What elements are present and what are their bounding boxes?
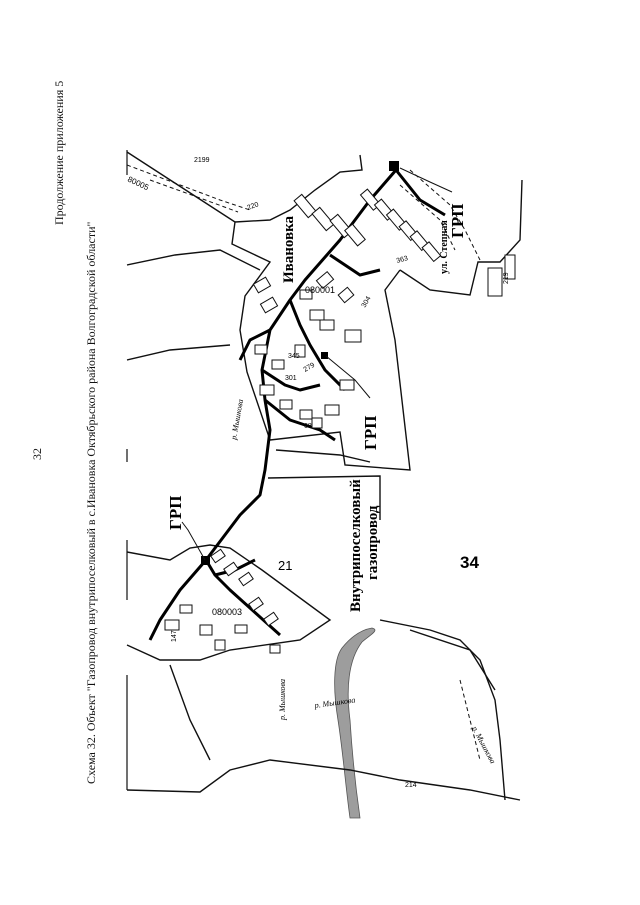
block-code: 080001 bbox=[305, 285, 335, 295]
parcel-number: 363 bbox=[396, 255, 409, 265]
grp-leaders bbox=[181, 167, 453, 561]
pipeline-label-line1: Внутрипоселковый bbox=[348, 479, 364, 612]
zone-number: 34 bbox=[460, 553, 479, 572]
parcel-number: 301 bbox=[285, 375, 297, 382]
river-label: р. Мышкова bbox=[313, 695, 356, 710]
grp-label: ГРП bbox=[166, 496, 185, 530]
parcel-number: 214 bbox=[405, 782, 417, 789]
parcel-number: 345 bbox=[288, 353, 300, 360]
parcel-number: 279 bbox=[303, 362, 317, 374]
buildings bbox=[164, 188, 516, 654]
parcel-number: 219 bbox=[503, 272, 510, 284]
parcel-number: 80005 bbox=[126, 175, 150, 193]
street-label: ул. Степная bbox=[439, 220, 450, 274]
pipeline-label-line2: газопровод bbox=[365, 505, 381, 580]
grp-marker bbox=[321, 352, 328, 359]
grp-marker bbox=[389, 161, 399, 171]
grp-label: ГРП bbox=[448, 204, 467, 238]
river-label: р. Мышкова bbox=[470, 724, 498, 765]
zone-number: 21 bbox=[278, 558, 292, 573]
grp-markers bbox=[201, 161, 399, 565]
dashed-roads bbox=[126, 164, 481, 761]
grp-marker bbox=[201, 556, 210, 565]
parcel-number: 2199 bbox=[194, 157, 210, 164]
river-label: р. Мышкова bbox=[278, 679, 287, 721]
parcel-number: 68 bbox=[304, 423, 312, 430]
parcel-number: 147 bbox=[171, 630, 178, 642]
parcel-number: 220 bbox=[246, 201, 259, 212]
grp-label: ГРП bbox=[361, 416, 380, 450]
river-band bbox=[334, 627, 376, 819]
gas-pipeline-route bbox=[148, 169, 446, 641]
block-code: 080003 bbox=[212, 607, 242, 617]
village-label: Ивановка bbox=[281, 215, 297, 283]
boundary-lines bbox=[126, 151, 523, 801]
river-label: р. Мышкова bbox=[229, 398, 245, 441]
parcel-number: 304 bbox=[361, 295, 373, 309]
